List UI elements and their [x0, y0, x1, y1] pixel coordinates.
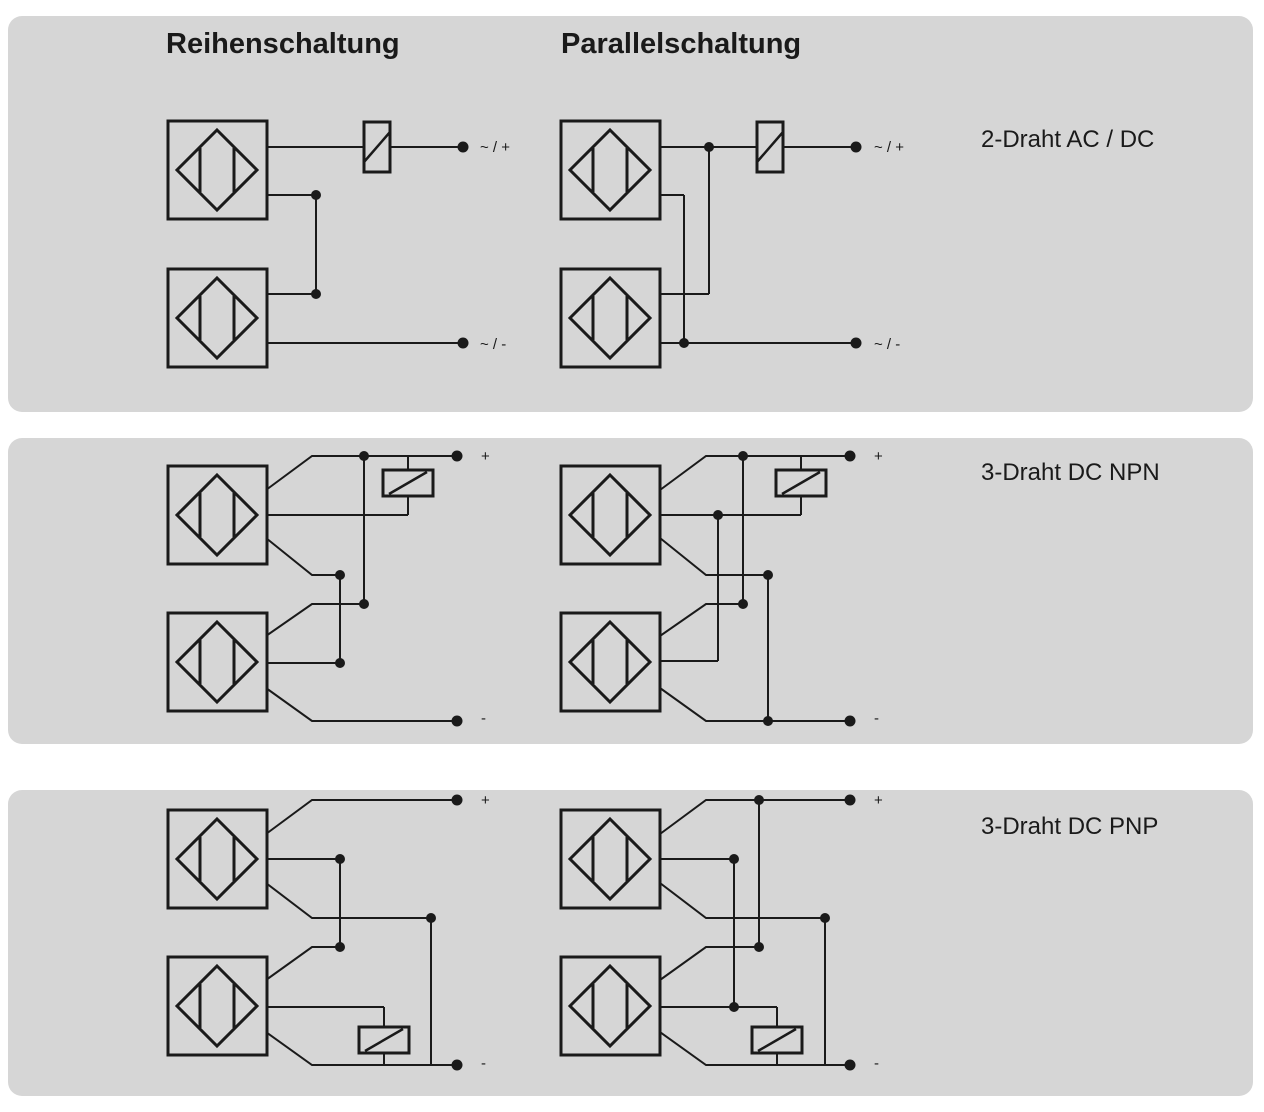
sensor-icon [166, 267, 269, 369]
sensor-icon [166, 119, 269, 221]
terminal-label: ~ / + [874, 139, 904, 156]
junction-dot-icon [763, 716, 773, 726]
junction-dot-icon [359, 451, 369, 461]
terminal-dot-icon [451, 1059, 463, 1071]
terminal-label: - [874, 1055, 879, 1072]
terminal-label: - [481, 1055, 486, 1072]
junction-dot-icon [335, 570, 345, 580]
junction-dot-icon [335, 942, 345, 952]
terminal-dot-icon [844, 450, 856, 462]
terminal-dot-icon [850, 337, 862, 349]
junction-dot-icon [311, 289, 321, 299]
terminal-label: + [874, 792, 883, 809]
relay-load-icon [750, 1025, 804, 1055]
sensor-icon [166, 611, 269, 713]
sensor-icon [166, 955, 269, 1057]
sensor-icon [559, 808, 662, 910]
sensor-icon [559, 611, 662, 713]
sensor-icon [559, 267, 662, 369]
junction-dot-icon [763, 570, 773, 580]
row1-dots [311, 141, 862, 349]
row2-wires [265, 455, 850, 722]
junction-dot-icon [729, 854, 739, 864]
terminal-label: ~ / - [480, 336, 506, 353]
junction-dot-icon [426, 913, 436, 923]
row-label-2-wire: 2-Draht AC / DC [981, 126, 1155, 153]
panel-2-wire [8, 16, 1253, 412]
junction-dot-icon [754, 795, 764, 805]
terminal-dot-icon [457, 141, 469, 153]
relay-load-icon [362, 120, 392, 174]
relay-load-icon [774, 468, 828, 498]
terminal-dot-icon [451, 450, 463, 462]
row2-dots [335, 450, 856, 727]
row-label-3-wire-npn: 3-Draht DC NPN [981, 459, 1160, 486]
terminal-dot-icon [844, 715, 856, 727]
junction-dot-icon [704, 142, 714, 152]
junction-dot-icon [335, 854, 345, 864]
terminal-dot-icon [844, 1059, 856, 1071]
terminal-label: + [481, 448, 490, 465]
junction-dot-icon [754, 942, 764, 952]
sensor-icon [166, 464, 269, 566]
terminal-dot-icon [850, 141, 862, 153]
parallel-connection-heading: Parallelschaltung [561, 28, 802, 60]
relay-load-icon [357, 1025, 411, 1055]
series-connection-heading: Reihenschaltung [166, 28, 400, 60]
junction-dot-icon [738, 451, 748, 461]
sensor-icon [166, 808, 269, 910]
terminal-label: - [874, 710, 879, 727]
junction-dot-icon [359, 599, 369, 609]
junction-dot-icon [335, 658, 345, 668]
row3-wires [265, 799, 850, 1066]
terminal-label: - [481, 710, 486, 727]
sensor-icon [559, 464, 662, 566]
junction-dot-icon [820, 913, 830, 923]
junction-dot-icon [729, 1002, 739, 1012]
terminal-label: + [874, 448, 883, 465]
terminal-dot-icon [451, 794, 463, 806]
terminal-dot-icon [844, 794, 856, 806]
junction-dot-icon [713, 510, 723, 520]
terminal-dot-icon [457, 337, 469, 349]
row-label-3-wire-pnp: 3-Draht DC PNP [981, 813, 1159, 840]
row3-dots [335, 794, 856, 1071]
sensor-icon [559, 955, 662, 1057]
sensor-icon [559, 119, 662, 221]
junction-dot-icon [679, 338, 689, 348]
relay-load-icon [381, 468, 435, 498]
terminal-label: + [481, 792, 490, 809]
terminal-label: ~ / - [874, 336, 900, 353]
relay-load-icon [755, 120, 785, 174]
panel-3-wire-npn [8, 438, 1253, 744]
terminal-dot-icon [451, 715, 463, 727]
junction-dot-icon [311, 190, 321, 200]
terminal-label: ~ / + [480, 139, 510, 156]
junction-dot-icon [738, 599, 748, 609]
